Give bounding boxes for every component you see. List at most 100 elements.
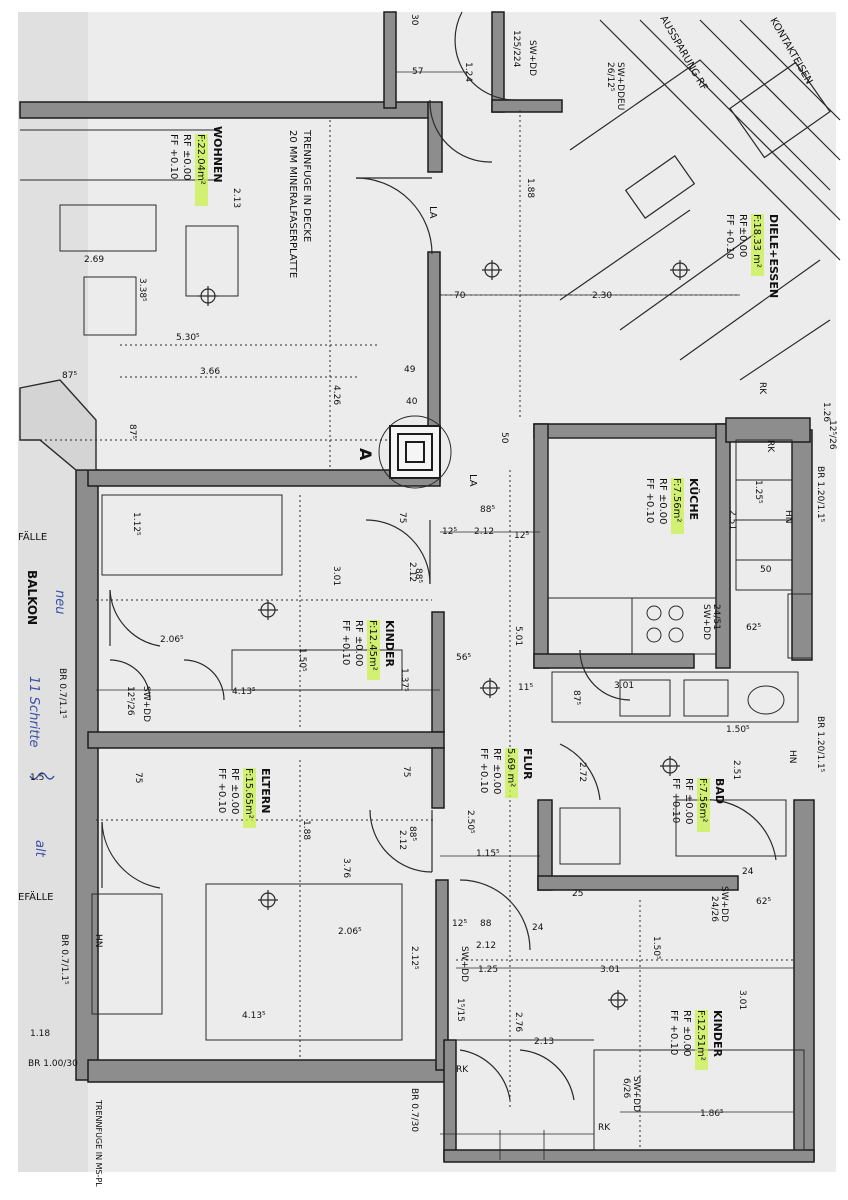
handwriting-squiggle — [29, 772, 55, 780]
dim: 87⁵ — [571, 690, 581, 705]
dim: 12⁵ — [514, 531, 529, 541]
dim: 26/12⁵ — [605, 62, 615, 92]
room-name: KÜCHE — [687, 478, 701, 520]
room-rf: RF ±0.00 — [657, 478, 668, 525]
dim: BR 0.7/1.1⁵ — [59, 934, 69, 985]
note-rk-2: RK — [765, 440, 775, 453]
wall-kinder-eltern — [87, 731, 445, 749]
dim: 87⁵ — [127, 424, 137, 439]
area-highlight — [697, 778, 710, 832]
wall-kueche-left — [533, 423, 549, 669]
wall-right-exterior-1 — [791, 429, 813, 661]
room-ff: FF +0.10 — [478, 748, 489, 793]
dim: 30 — [409, 14, 419, 26]
dim: 4.13⁵ — [242, 1011, 266, 1021]
dim: 75 — [133, 772, 143, 783]
room-area: F:7.56m² — [697, 778, 708, 822]
dim: 62⁵ — [756, 897, 771, 907]
dim: 12⁵ — [452, 919, 467, 929]
dim: 75 — [397, 512, 407, 523]
wall-eltern-right-lower — [435, 879, 449, 1071]
dim: 1.26 — [821, 402, 831, 422]
wall-top-wohnen — [19, 101, 431, 119]
dim: 1.18 — [30, 1029, 50, 1039]
door-swings — [101, 11, 777, 1101]
dim: 2.69 — [84, 255, 104, 265]
note-balkon: BALKON — [25, 570, 39, 625]
room-wohnen: WOHNEN F:22.04m² RF ±0.00 FF +0.10 — [168, 126, 224, 206]
dim: BR 0.7/30 — [409, 1088, 419, 1132]
dim: 2.51 — [727, 510, 737, 530]
room-name: FLUR — [521, 748, 534, 780]
dim: 2.06⁵ — [160, 635, 184, 645]
dim: SW+DD — [141, 686, 151, 722]
room-name: KINDER — [711, 1010, 724, 1057]
dim: SW+DD — [459, 946, 469, 982]
dim: 1.88 — [301, 820, 311, 840]
wall-wohnen-kinder — [87, 469, 441, 487]
room-rf: RF ±0.00 — [681, 1010, 692, 1057]
dim: 11⁵ — [518, 683, 533, 693]
room-ff: FF +0.10 — [668, 1010, 679, 1055]
shaft-box — [378, 415, 452, 489]
dim: 3.76 — [341, 858, 351, 878]
dim: 12⁵/26 — [827, 420, 837, 450]
room-rf: RF ±0.00 — [229, 768, 240, 815]
dim: 1⁵/15 — [455, 998, 465, 1022]
room-name: BAD — [713, 778, 726, 804]
dim: 125/224 — [511, 30, 521, 68]
wall-top-stub-1 — [383, 11, 397, 109]
wall-top-stub-3 — [491, 99, 563, 113]
dim: 2.50⁵ — [465, 810, 475, 834]
dim: 87⁵ — [62, 371, 77, 381]
room-ff: FF +0.10 — [340, 620, 351, 665]
room-rf: RF ±0.00 — [683, 778, 694, 825]
room-rf: RF±0.00 — [737, 214, 748, 257]
dim: 1.37⁵ — [399, 668, 409, 692]
room-name: KINDER — [383, 620, 396, 667]
room-name: WOHNEN — [211, 126, 224, 183]
wall-wohnen-hall — [427, 101, 443, 173]
dim: 24 — [742, 867, 754, 877]
note-hn-1: HN — [783, 510, 793, 524]
scan-area — [18, 12, 836, 1172]
dim: 2.12⁵ — [409, 946, 419, 970]
dim: 62⁵ — [746, 623, 761, 633]
area-highlight — [243, 768, 256, 828]
dim: 2.30 — [592, 291, 612, 301]
dim: SW+DD — [527, 40, 537, 76]
room-area: F:22.04m² — [195, 134, 206, 185]
dim: 4.26 — [331, 385, 341, 405]
room-area: F:12.51m² — [695, 1010, 706, 1061]
dim: 1.88 — [525, 178, 535, 198]
dim: BR 1.20/1.1⁵ — [815, 466, 825, 523]
dim: 2.12 — [397, 830, 407, 850]
dim: 49 — [404, 365, 416, 375]
wall-kueche-bottom — [533, 653, 695, 669]
room-kinder-1: KINDER F:12.45m² RF ±0.00 FF +0.10 — [340, 620, 396, 680]
room-ff: FF +0.10 — [644, 478, 655, 523]
dim: 24/51 — [711, 604, 721, 630]
room-diele-essen: DIELE+ESSEN F:18.33 m² RF±0.00 FF +0.10 — [724, 214, 780, 298]
room-labels: WOHNEN F:22.04m² RF ±0.00 FF +0.10 DIELE… — [168, 126, 780, 1070]
dim: SW+DD — [701, 604, 711, 640]
handwriting-neu: neu — [52, 590, 67, 614]
wall-kinder2-left — [443, 1039, 457, 1161]
dim: 2.72 — [577, 762, 587, 782]
dim: 4.13⁵ — [232, 687, 256, 697]
dim: 1.5 — [30, 773, 44, 783]
dim: 2.13 — [534, 1037, 554, 1047]
wall-kinder2-bottom — [443, 1149, 815, 1163]
room-ff: FF +0.10 — [216, 768, 227, 813]
room-name: DIELE+ESSEN — [767, 214, 780, 298]
dim: 1.15⁵ — [476, 849, 500, 859]
dim: BR 0.7/1.1⁵ — [57, 668, 67, 719]
section-marker: A — [356, 448, 375, 461]
dim: 6/26 — [621, 1078, 631, 1098]
note-hn-3: HN — [93, 934, 103, 948]
area-highlight — [195, 134, 208, 206]
wall-left-exterior — [75, 469, 99, 1081]
dim: 50 — [760, 565, 772, 575]
dim: 1.86⁵ — [700, 1109, 724, 1119]
